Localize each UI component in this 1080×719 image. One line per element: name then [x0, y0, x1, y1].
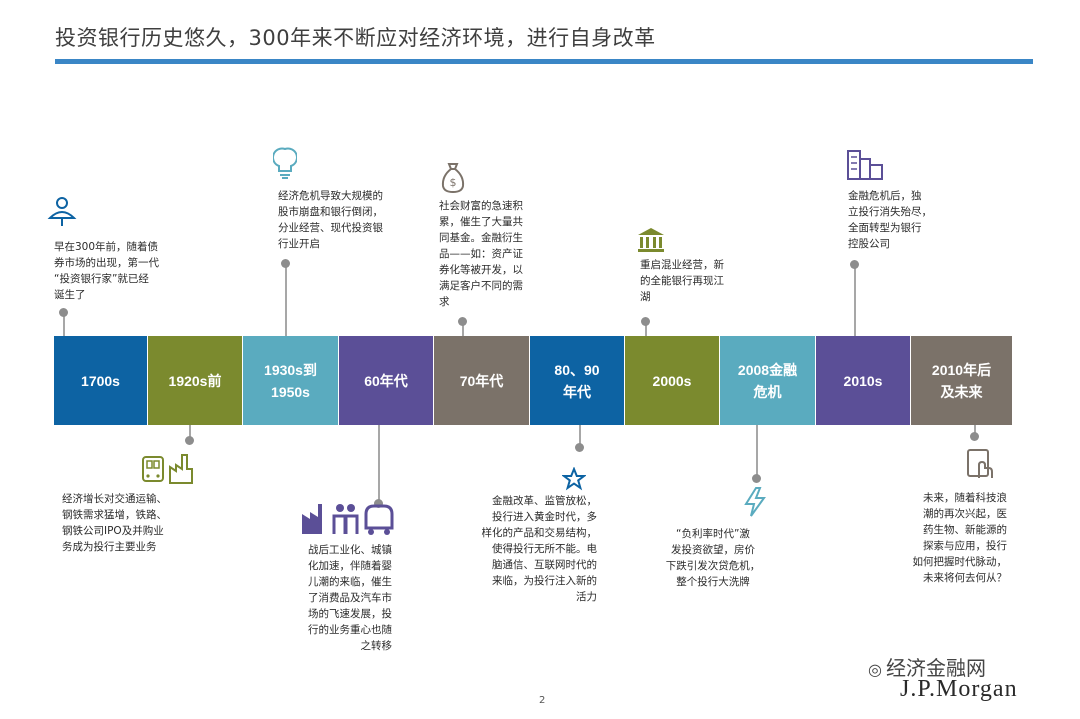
note-2000s: 重启混业经营，新 的全能银行再现江 湖	[640, 259, 724, 303]
connector-dot-2010s	[850, 260, 859, 269]
connector-1960s	[378, 425, 380, 503]
note-1980s: 金融改革、监管放松， 投行进入黄金时代，多 样化的产品和交易结构， 使得投行无所…	[481, 495, 598, 603]
connector-1920s	[189, 425, 191, 441]
connector-dot-2000s	[641, 317, 650, 326]
era-2000s: 2000s	[625, 336, 719, 425]
svg-text:$: $	[450, 176, 457, 189]
umbrella-person-icon	[47, 197, 77, 226]
money-bag-icon: $	[441, 163, 465, 194]
jpmorgan-logo: J.P.Morgan	[900, 676, 1018, 702]
tablet-hand-icon	[967, 449, 993, 478]
connector-dot-1700s	[59, 308, 68, 317]
era-2010s: 2010s	[816, 336, 910, 425]
wechat-label: 经济金融网	[885, 656, 986, 680]
connector-dot-1970s	[458, 317, 467, 326]
note-2010s: 金融危机后，独 立投行消失殆尽， 全面转型为银行 控股公司	[848, 190, 932, 250]
connector-1700s	[63, 312, 65, 336]
connector-dot-1920s	[185, 436, 194, 445]
note-1930s: 经济危机导致大规模的 股市崩盘和银行倒闭， 分业经营、现代投资银 行业开启	[278, 190, 383, 250]
note-1920s: 经济增长对交通运输、 钢铁需求猛增，铁路、 钢铁公司IPO及并购业 务成为投行主…	[62, 493, 167, 553]
page-title: 投资银行历史悠久，300年来不断应对经济环境，进行自身改革	[55, 26, 656, 50]
era-1700s: 1700s	[54, 336, 147, 425]
lightning-icon	[744, 487, 766, 517]
connector-dot-1980s	[575, 443, 584, 452]
train-factory-icon	[142, 454, 193, 484]
note-future: 未来，随着科技浪 潮的再次兴起，医 药生物、新能源的 探索与应用，投行 如何把握…	[912, 492, 1008, 584]
factory-family-car-icon	[302, 504, 394, 535]
buildings-icon	[847, 150, 883, 180]
connector-1970s	[462, 322, 464, 336]
note-1960s: 战后工业化、城镇 化加速，伴随着婴 儿潮的来临，催生 了消费品及汽车市 场的飞速…	[308, 544, 392, 652]
era-2008-crisis: 2008金融 危机	[720, 336, 815, 425]
wechat-watermark: ◎经济金融网	[868, 652, 986, 681]
era-1960s: 60年代	[339, 336, 433, 425]
connector-dot-future	[970, 432, 979, 441]
star-icon	[562, 467, 586, 491]
title-divider	[55, 59, 1033, 64]
wechat-icon: ◎	[868, 660, 882, 679]
connector-dot-1960s	[374, 499, 383, 508]
connector-2000s	[645, 321, 647, 336]
connector-dot-2008	[752, 474, 761, 483]
connector-2010s	[854, 265, 856, 336]
connector-1930s	[285, 263, 287, 336]
bank-building-icon	[638, 228, 664, 252]
connector-2008	[756, 425, 758, 478]
page-number: 2	[539, 695, 546, 706]
era-1930s-1950s: 1930s到 1950s	[243, 336, 338, 425]
connector-dot-1930s	[281, 259, 290, 268]
era-1920s: 1920s前	[148, 336, 242, 425]
note-1700s: 早在300年前，随着债 券市场的出现，第一代 “投资银行家”就已经 诞生了	[54, 241, 159, 301]
note-1970s: 社会财富的急速积 累，催生了大量共 同基金。金融衍生 品——如：资产证 券化等被…	[439, 200, 523, 308]
era-1970s: 70年代	[434, 336, 529, 425]
connector-1980s	[579, 425, 581, 448]
connector-future	[974, 425, 976, 437]
note-2008: “负利率时代”激 发投资欲望，房价 下跌引发次贷危机， 整个投行大洗牌	[665, 528, 761, 588]
lightbulb-icon	[273, 147, 297, 179]
era-future: 2010年后 及未来	[911, 336, 1012, 425]
era-1980s-1990s: 80、90 年代	[530, 336, 624, 425]
